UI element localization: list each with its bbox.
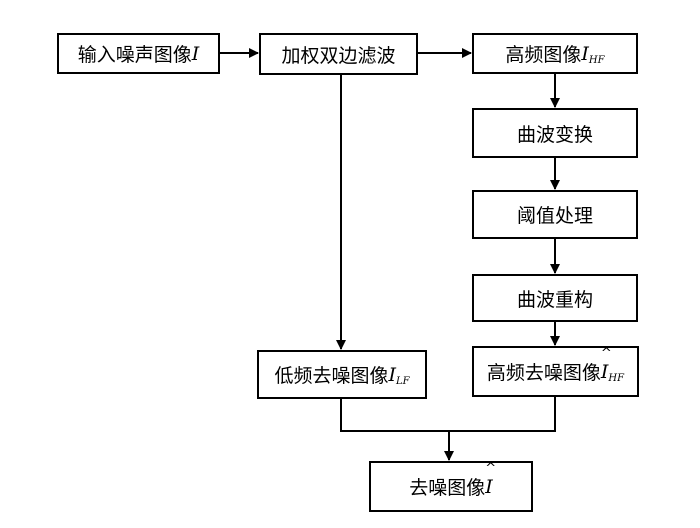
node-bilateral-filter: 加权双边滤波 <box>259 33 418 75</box>
node-curvelet-transform: 曲波变换 <box>472 108 638 158</box>
i-hat-symbol: ^I <box>600 345 612 383</box>
node-denoised-output: 去噪图像^I <box>369 461 533 512</box>
node-curvelet-reconstruct: 曲波重构 <box>472 274 638 322</box>
i-hat-symbol-output: ^I <box>485 460 497 498</box>
edge-merge-lines <box>340 397 556 432</box>
node-threshold: 阈值处理 <box>472 190 638 239</box>
